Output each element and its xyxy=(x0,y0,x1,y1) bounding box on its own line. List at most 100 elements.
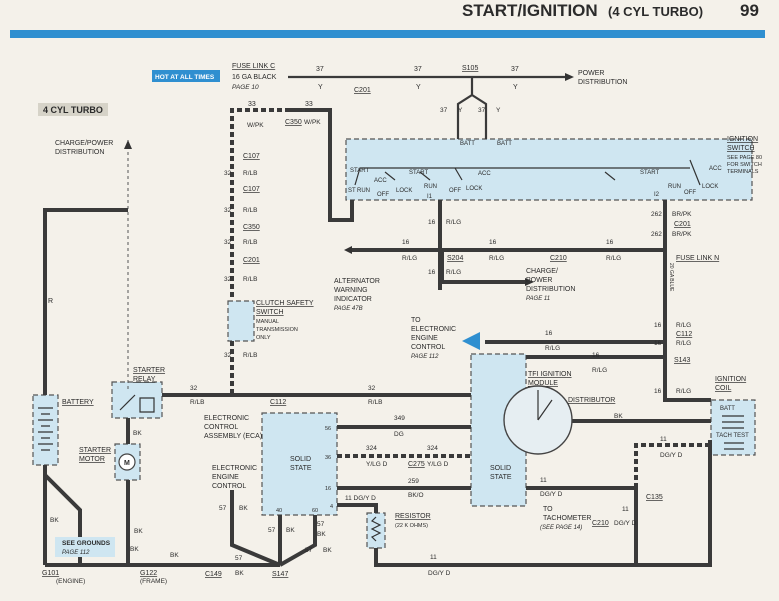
wire-bk-e: BK xyxy=(317,531,326,538)
switch-pos-run: RUN xyxy=(357,188,370,194)
connector-c135: C135 xyxy=(646,494,663,501)
wire-259: 259 xyxy=(408,478,419,485)
wire-bk-relay: BK xyxy=(133,430,142,437)
wire-y-a: Y xyxy=(318,84,323,91)
switch-pos-off-3: OFF xyxy=(684,190,696,196)
switch-batt-2: BATT xyxy=(497,141,512,147)
eca-pin-40: 40 xyxy=(276,508,282,514)
splice-s204: S204 xyxy=(447,255,463,262)
wire-dgyd-d: DG/Y D xyxy=(428,570,451,577)
wire-bk-a: BK xyxy=(235,570,244,577)
switch-pos-start-2: START xyxy=(409,170,428,176)
wire-rlg-j: R/LG xyxy=(592,367,607,374)
wire-11-a: 11 xyxy=(660,436,667,443)
connector-c350-b: C350 xyxy=(243,224,260,231)
connector-c112-a: C112 xyxy=(676,331,692,338)
hot-label-bg xyxy=(152,70,220,82)
distributor-label: DISTRIBUTOR xyxy=(568,397,615,404)
wire-rlb-e: R/LB xyxy=(243,352,257,359)
fuse-link-c-gauge: 16 GA BLACK xyxy=(232,74,277,81)
grounds-note: SEE GROUNDS xyxy=(62,540,111,547)
wire-rlg-i: R/LG xyxy=(545,345,560,352)
wire-rlb-g: R/LB xyxy=(368,399,382,406)
clutch-switch-desc-1: MANUAL xyxy=(256,319,279,325)
wire-324-b: 324 xyxy=(427,445,438,452)
wire-324-a: 324 xyxy=(366,445,377,452)
switch-pos-st: ST xyxy=(348,188,356,194)
resistor-symbol xyxy=(370,516,382,542)
connector-c149: C149 xyxy=(205,571,222,578)
wire-11-d: 11 xyxy=(430,554,437,561)
charge-power-label-3: DISTRIBUTION xyxy=(526,286,575,293)
ground-g122: G122 xyxy=(140,570,157,577)
splice-s143: S143 xyxy=(674,357,690,364)
charge-power-dist-2: DISTRIBUTION xyxy=(55,149,104,156)
battery-label: BATTERY xyxy=(62,399,94,406)
tachometer-ref: (SEE PAGE 14) xyxy=(540,525,582,531)
wire-dgyd-c: DG/Y D xyxy=(614,520,637,527)
tachometer-label-1: TO xyxy=(543,506,553,513)
wire-349: 349 xyxy=(394,415,405,422)
wire-16-a: 16 xyxy=(428,219,436,226)
ground-g122-desc: (FRAME) xyxy=(140,578,167,585)
eec-ground-3: CONTROL xyxy=(212,483,246,490)
wire-bk-d: BK xyxy=(323,547,332,554)
wire-16-h: 16 xyxy=(654,388,662,395)
wire-bk-b: BK xyxy=(239,505,248,512)
wire-16-b: 16 xyxy=(402,239,410,246)
battery-cells xyxy=(38,407,53,451)
wire-brpk-a: BR/PK xyxy=(672,211,692,218)
wire-rlb-c: R/LB xyxy=(243,239,257,246)
starter-motor-2: MOTOR xyxy=(79,456,105,463)
wire-262-b: 262 xyxy=(651,231,662,238)
wire-ylgd-a: Y/LG D xyxy=(366,461,388,468)
splice-s105: S105 xyxy=(462,65,478,72)
eec-arrow xyxy=(462,332,480,350)
eec-label-2: ELECTRONIC xyxy=(411,326,456,333)
wire-ylgd-b: Y/LG D xyxy=(427,461,449,468)
eec-ground-1: ELECTRONIC xyxy=(212,465,257,472)
diagram-title: START/IGNITION xyxy=(462,1,598,20)
wire-16-e: 16 xyxy=(428,269,436,276)
clutch-switch-box xyxy=(227,300,255,342)
wire-16-f: 16 xyxy=(654,322,662,329)
wire-16-j: 16 xyxy=(592,352,600,359)
engine-label-bg xyxy=(38,103,108,116)
switch-pos-off: OFF xyxy=(377,192,389,198)
diagram-subtitle: (4 CYL TURBO) xyxy=(608,4,703,19)
clutch-switch-desc-2: TRANSMISSION xyxy=(256,327,298,333)
connector-c201-b: C201 xyxy=(243,257,260,264)
connector-c107-a: C107 xyxy=(243,153,260,160)
ignition-coil-label-1: IGNITION xyxy=(715,376,746,383)
grounds-note-bg xyxy=(55,537,115,557)
battery-box xyxy=(32,394,59,466)
eca-label-3: ASSEMBLY (ECA) xyxy=(204,433,262,440)
wire-y-d: Y xyxy=(458,107,463,114)
tachometer-label-2: TACHOMETER xyxy=(543,515,591,522)
switch-pos-lock: LOCK xyxy=(396,188,412,194)
switch-pos-acc-2: ACC xyxy=(478,171,491,177)
wire-dgyd-a: DG/Y D xyxy=(660,452,683,459)
wire-rlg-e: R/LG xyxy=(446,269,461,276)
wire-32-c: 32 xyxy=(224,239,232,246)
wire-rlb-f: R/LB xyxy=(190,399,204,406)
clutch-switch-desc-3: ONLY xyxy=(256,335,271,341)
tfi-label-2: MODULE xyxy=(528,380,558,387)
charge-power-label-2: POWER xyxy=(526,277,552,284)
ignition-switch-title-1: IGNITION xyxy=(727,136,758,143)
switch-pos-lock-2: LOCK xyxy=(466,186,482,192)
starter-relay-1: STARTER xyxy=(133,367,165,374)
wire-rlg-d: R/LG xyxy=(606,255,621,262)
switch-pos-acc-3: ACC xyxy=(709,166,722,172)
page-number: 99 xyxy=(740,1,759,20)
ignition-switch-box xyxy=(345,138,753,201)
power-dist-1: POWER xyxy=(578,70,604,77)
ignition-coil-windings xyxy=(722,415,744,450)
wire-37-b: 37 xyxy=(414,66,422,73)
connector-c350-top: C350 xyxy=(285,119,302,126)
starter-relay-2: RELAY xyxy=(133,376,156,383)
switch-pos-off-2: OFF xyxy=(449,188,461,194)
switch-pos-acc: ACC xyxy=(374,178,387,184)
eca-state-2: STATE xyxy=(290,465,312,472)
